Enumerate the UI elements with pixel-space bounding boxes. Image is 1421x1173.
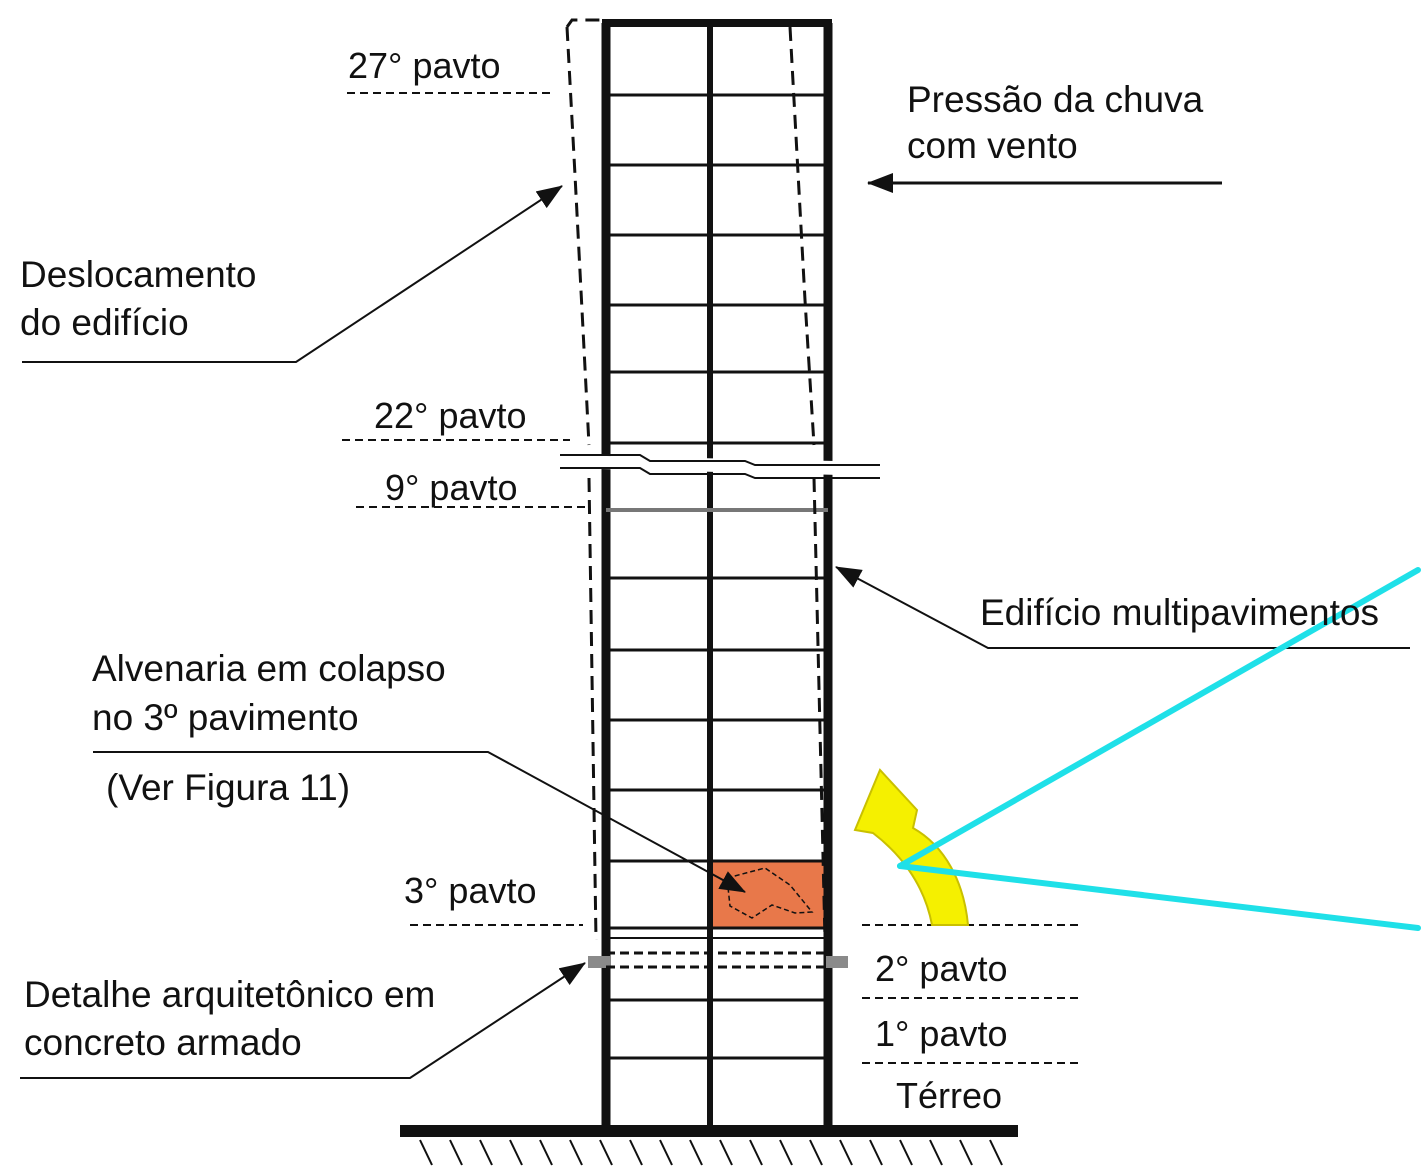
ground-base [400,1125,1018,1166]
floor-1-label: 1° pavto [875,1013,1008,1054]
floor-2-label: 2° pavto [875,948,1008,989]
leader-lines [20,185,1410,1079]
floor-9-label: 9° pavto [385,467,518,508]
rain-pressure-label-line1: Pressão da chuva [907,79,1204,120]
floor-27-label: 27° pavto [348,45,501,86]
rain-pressure-label-line2: com vento [907,125,1078,166]
building-label: Edifício multipavimentos [980,592,1379,633]
collapsed-masonry-panel [712,861,828,928]
floor-level-lines [342,92,1078,1064]
concrete-detail [588,937,848,969]
curved-up-arrow-icon [853,768,970,926]
ground-floor-label: Térreo [896,1075,1002,1116]
building-frame [601,19,833,1127]
floor-3-label: 3° pavto [404,870,537,911]
displacement-label-line2: do edifício [20,302,189,343]
displacement-label-line1: Deslocamento [20,254,257,295]
detail-label-line2: concreto armado [24,1022,302,1063]
cyan-pointer-lines [897,567,1421,931]
masonry-label-line2: no 3º pavimento [92,697,359,738]
section-break [560,454,880,479]
detail-label-line1: Detalhe arquitetônico em [24,974,435,1015]
masonry-label-line1: Alvenaria em colapso [92,648,446,689]
floor-22-label: 22° pavto [374,395,527,436]
displaced-outline [565,18,827,941]
figure-reference-label: (Ver Figura 11) [106,767,350,808]
